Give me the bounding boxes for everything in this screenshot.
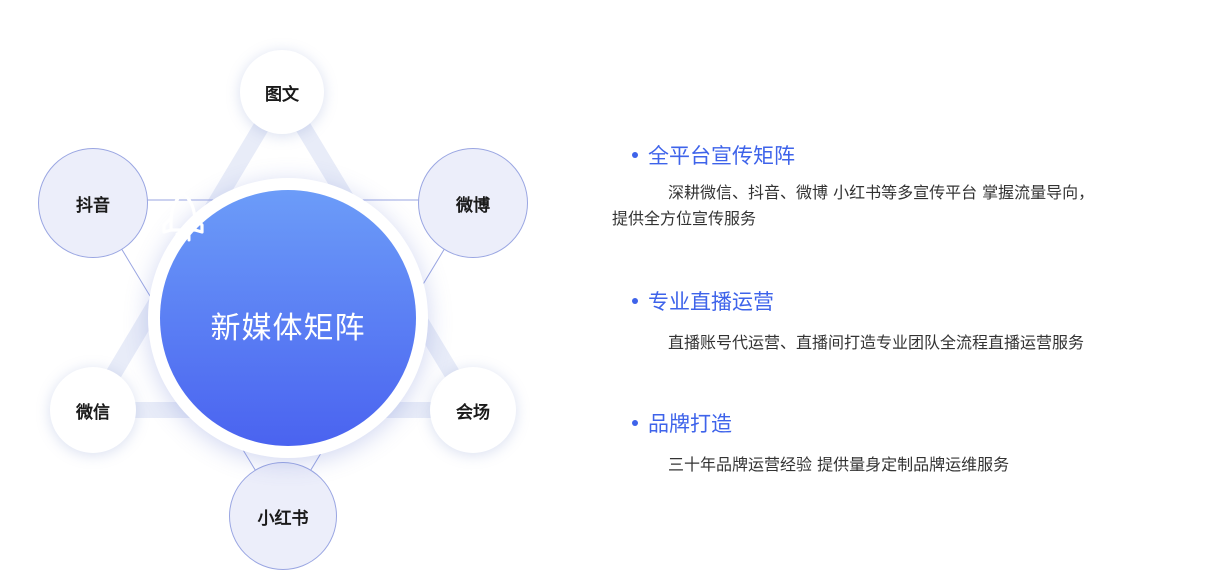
- node-douyin-label: 抖音: [76, 195, 110, 216]
- media-matrix-diagram: 图文 抖音 微博 微信 会场 小红书 新媒体矩阵: [0, 0, 600, 570]
- node-weixin-label: 微信: [76, 402, 110, 423]
- bullet-dot: [632, 298, 638, 304]
- node-huichang: 会场: [430, 367, 516, 453]
- node-tuwen-label: 图文: [265, 84, 299, 105]
- feature-desc-line1: 直播账号代运营、直播间打造专业团队全流程直播运营服务: [668, 333, 1085, 352]
- node-weixin: 微信: [50, 367, 136, 453]
- node-xiaohongshu: 小红书: [229, 462, 337, 570]
- hub-inner: 新媒体矩阵: [160, 190, 416, 446]
- bullet-dot: [632, 152, 638, 158]
- node-weibo-label: 微博: [456, 195, 490, 216]
- node-douyin: 抖音: [38, 148, 148, 258]
- feature-desc-line1: 三十年品牌运营经验 提供量身定制品牌运维服务: [668, 455, 1010, 474]
- node-tuwen: 图文: [240, 50, 324, 134]
- feature-title: 全平台宣传矩阵: [648, 144, 795, 168]
- hub-title: 新媒体矩阵: [210, 311, 366, 346]
- bullet-dot: [632, 420, 638, 426]
- feature-title: 专业直播运营: [648, 290, 774, 314]
- feature-title: 品牌打造: [648, 412, 732, 436]
- node-huichang-label: 会场: [456, 402, 490, 423]
- feature-desc-line2: 提供全方位宣传服务: [612, 209, 757, 228]
- hub-circle: 新媒体矩阵: [148, 178, 428, 458]
- feature-desc-line1: 深耕微信、抖音、微博 小红书等多宣传平台 掌握流量导向，: [668, 183, 1095, 202]
- rocket-icon: [162, 191, 204, 244]
- node-xiaohongshu-label: 小红书: [257, 508, 309, 529]
- node-weibo: 微博: [418, 148, 528, 258]
